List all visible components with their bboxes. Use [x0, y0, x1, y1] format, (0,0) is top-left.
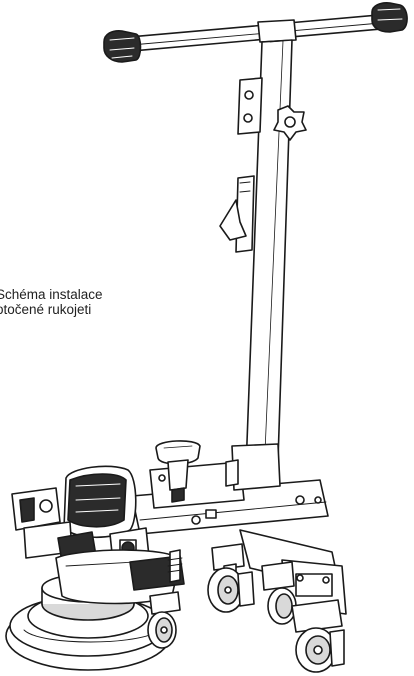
caption-line-1: Schéma instalace	[0, 287, 103, 302]
caster-right-upper	[261, 561, 297, 625]
t-handle	[103, 2, 408, 63]
caster-right-lower	[291, 599, 345, 673]
right-grip	[371, 2, 408, 33]
vertical-mast	[219, 39, 307, 523]
adjust-knob-center	[155, 440, 201, 503]
spring-post	[167, 549, 183, 583]
caster-center	[207, 543, 255, 613]
star-knob-upper	[273, 105, 307, 141]
hook-bracket	[219, 175, 255, 253]
caster-front-left	[147, 591, 181, 649]
left-grip	[103, 30, 142, 63]
caption-line-2: otočené rukojeti	[0, 302, 92, 317]
installation-caption: Schéma instalace otočené rukojeti	[0, 287, 103, 317]
